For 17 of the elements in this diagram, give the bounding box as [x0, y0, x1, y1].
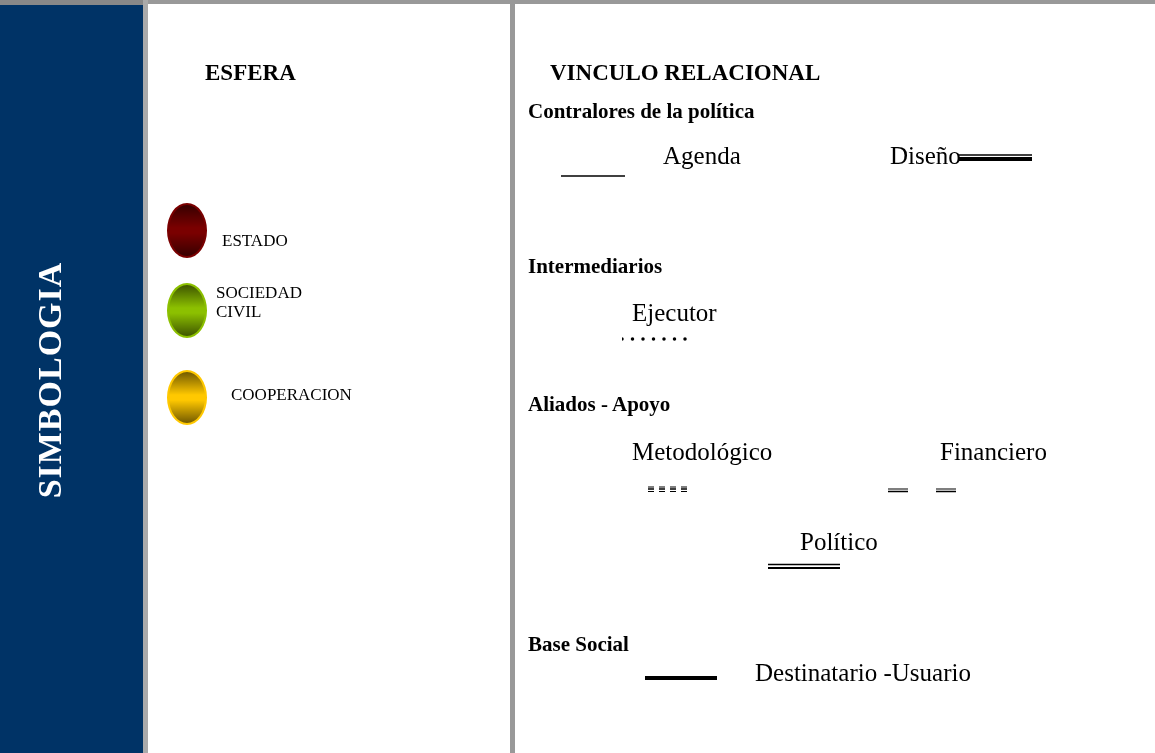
group-heading: Base Social: [528, 633, 629, 657]
group-heading: Contralores de la política: [528, 100, 755, 124]
legend-label: Financiero: [940, 438, 1047, 466]
column-heading: ESFERA: [205, 60, 296, 86]
group-heading: Intermediarios: [528, 255, 663, 279]
legend-label: Metodológico: [632, 438, 773, 466]
column-heading: VINCULO RELACIONAL: [550, 60, 821, 86]
legend-label: SOCIEDAD CIVIL: [216, 284, 303, 322]
legend-label: Ejecutor: [632, 299, 717, 327]
group-heading: Aliados - Apoyo: [528, 393, 671, 417]
legend-label: Político: [800, 528, 878, 556]
legend-label: Agenda: [663, 142, 741, 170]
legend-label: Destinatario -Usuario: [755, 659, 971, 687]
sidebar-title: SIMBOLOGIA: [31, 261, 69, 499]
legend-label: COOPERACION: [231, 386, 352, 405]
legend-label: Diseño: [890, 142, 961, 170]
legend-label: ESTADO: [222, 232, 288, 251]
